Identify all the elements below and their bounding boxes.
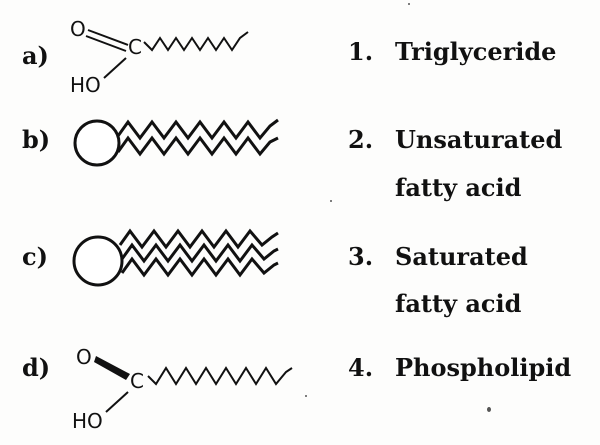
item-b-phospholipid-structure	[73, 118, 279, 167]
scan-speck	[305, 395, 307, 397]
item-d-letter: d)	[22, 353, 51, 382]
item-c-tail-1	[118, 228, 279, 250]
item-b-letter: b)	[22, 125, 51, 154]
item-b-polar-head	[73, 119, 121, 167]
item-d-double-bond	[94, 356, 130, 380]
item-a-hydrocarbon-tail	[143, 31, 249, 52]
scan-speck	[330, 200, 332, 202]
option-2-number: 2.	[348, 125, 374, 154]
option-2-text-line-2: fatty acid	[395, 173, 522, 202]
item-a-letter: a)	[22, 41, 49, 70]
item-d-carbon-label: C	[130, 369, 144, 393]
item-d-hydroxyl-label: HO	[72, 409, 103, 433]
item-d-hydrocarbon-tail	[147, 366, 293, 386]
item-d-carboxylic-acid-structure: O C HO	[72, 345, 293, 433]
scan-speck	[408, 3, 410, 5]
item-b-tail-1	[116, 118, 279, 141]
item-c-glycerol-head	[72, 235, 124, 287]
option-4-number: 4.	[348, 353, 374, 382]
item-a-hydroxyl-label: HO	[70, 73, 101, 97]
option-4-text: Phospholipid	[395, 353, 572, 382]
scan-speck	[487, 407, 491, 412]
item-a-carbon-label: C	[128, 35, 142, 59]
option-3-text-line-2: fatty acid	[395, 289, 522, 318]
item-a-oxygen-label: O	[70, 17, 86, 41]
item-b-tail-2	[116, 135, 279, 157]
item-d-oxygen-label: O	[76, 345, 92, 369]
item-c-tail-2	[120, 242, 279, 264]
option-3-text-line-1: Saturated	[395, 242, 528, 271]
item-a-carboxylic-acid-structure: O C HO	[70, 17, 249, 97]
option-3-number: 3.	[348, 242, 374, 271]
item-c-letter: c)	[22, 242, 48, 271]
option-1-text: Triglyceride	[395, 37, 557, 66]
item-c-triglyceride-structure	[72, 228, 279, 287]
option-2-text-line-1: Unsaturated	[395, 125, 563, 154]
option-1-number: 1.	[348, 37, 374, 66]
item-c-tail-3	[120, 256, 279, 278]
